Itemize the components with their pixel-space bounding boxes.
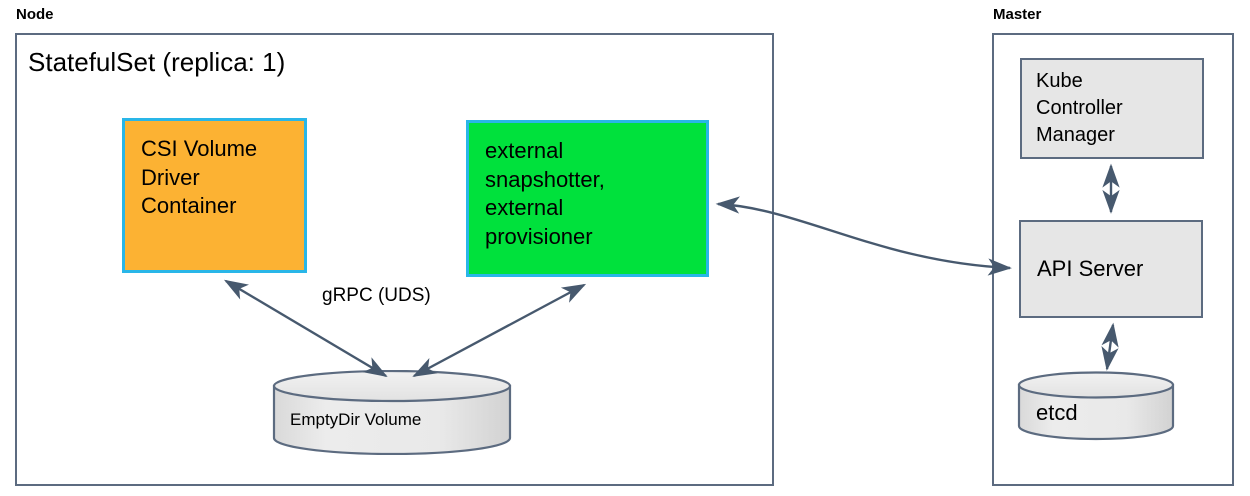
external-box-line-1: external: [485, 138, 564, 163]
external-box-line-2: snapshotter,: [485, 166, 605, 192]
csi-box-line-1: CSI Volume: [141, 136, 258, 161]
csi-volume-driver-container-box[interactable]: CSI Volume Driver Container: [122, 118, 307, 273]
external-sidecars-box[interactable]: external snapshotter, external provision…: [466, 120, 709, 277]
etcd-cylinder-shape: [1017, 371, 1175, 441]
statefulset-label: StatefulSet (replica: 1): [28, 47, 286, 77]
emptydir-cylinder-shape: [272, 370, 512, 455]
csi-box-line-2: Driver: [141, 164, 200, 190]
kcm-line-2: Controller: [1036, 97, 1123, 120]
kube-controller-manager-box[interactable]: Kube Controller Manager: [1020, 58, 1204, 159]
node-group-title: Node: [16, 6, 54, 23]
api-server-box[interactable]: API Server: [1019, 220, 1203, 318]
master-group-title: Master: [993, 6, 1042, 23]
external-box-line-3: external: [485, 195, 564, 221]
etcd-cylinder[interactable]: [1017, 371, 1175, 441]
external-box-line-4: provisioner: [485, 223, 593, 249]
emptydir-volume-cylinder[interactable]: [272, 370, 512, 455]
kcm-line-3: Manager: [1036, 124, 1115, 147]
grpc-uds-connector-label: gRPC (UDS): [322, 285, 431, 306]
etcd-label: etcd: [1036, 400, 1078, 425]
csi-box-line-3: Container: [141, 193, 237, 219]
api-server-label: API Server: [1037, 256, 1144, 281]
kcm-line-1: Kube: [1036, 70, 1083, 92]
emptydir-volume-label: EmptyDir Volume: [290, 410, 422, 429]
